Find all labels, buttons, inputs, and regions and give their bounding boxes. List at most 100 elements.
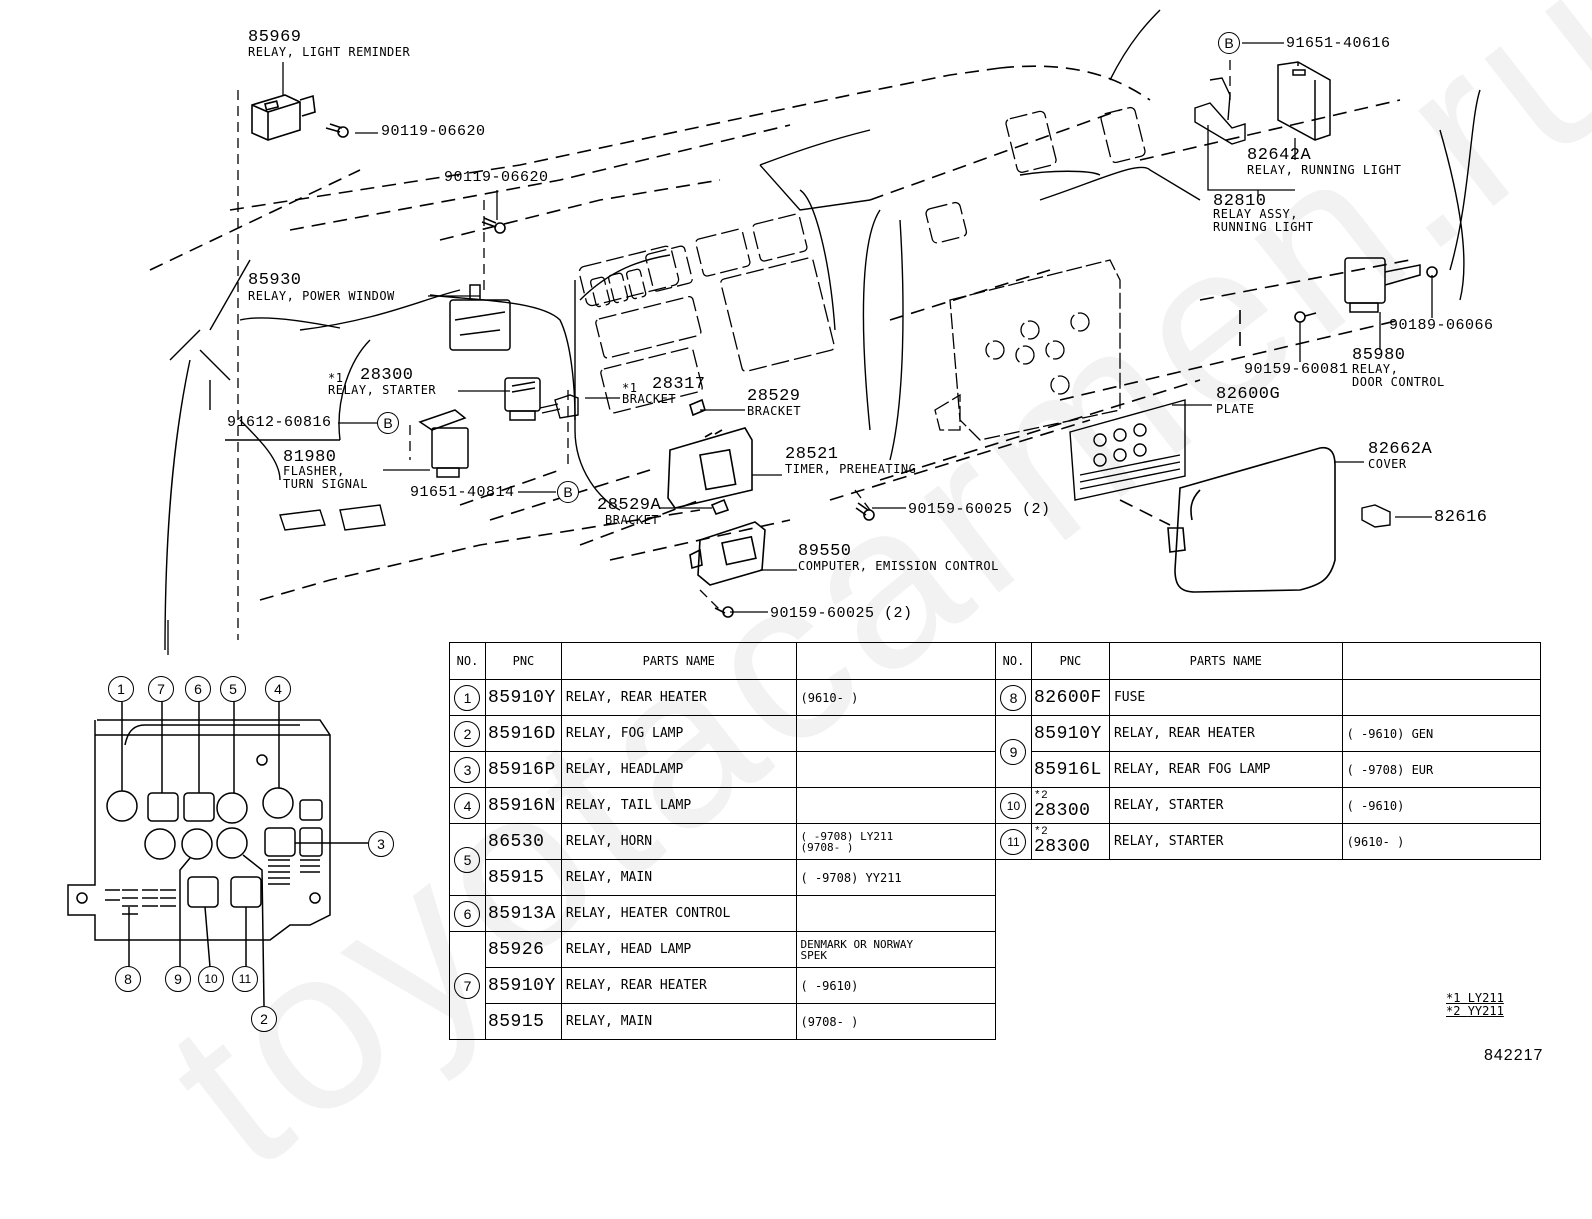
name-relay-starter: RELAY, STARTER (328, 383, 437, 397)
part-leaders (282, 42, 1433, 613)
relay-starter (504, 377, 541, 421)
row-remark-l2: (9708- ) (800, 840, 854, 854)
table-header-row: NO. PNC PARTS NAME (995, 642, 1542, 680)
row-name: RELAY, HEAD LAMP (560, 931, 797, 968)
parts-table-left: NO. PNC PARTS NAME 1 85910Y RELAY, REAR … (449, 642, 996, 1040)
pnc-89550: 89550 (798, 542, 852, 561)
header-remarks (795, 642, 996, 680)
table-row: 85915 RELAY, MAIN (9708- ) (450, 1003, 996, 1040)
pnc-82642A: 82642A (1247, 146, 1312, 165)
bolt-90159-b (714, 606, 734, 618)
dashboard-solid (164, 9, 1481, 651)
table-row: 9 85910Y RELAY, REAR HEATER ( -9610) GEN (995, 715, 1542, 788)
header-pnc: PNC (1030, 642, 1110, 680)
exploded-view-drawing (67, 9, 1481, 1007)
table-row: 2 85916D RELAY, FOG LAMP (449, 715, 996, 752)
row-remark-l1: DENMARK OR NORWAY (800, 937, 914, 951)
pnc-90189-06066: 90189-06066 (1389, 317, 1494, 334)
computer-emission-control (689, 521, 766, 586)
row-name: RELAY, STARTER (1108, 823, 1343, 860)
header-parts-name: PARTS NAME (560, 642, 797, 680)
row-remark (795, 715, 996, 752)
pnc-28317: 28317 (652, 375, 706, 394)
leader-dashed (237, 60, 1231, 640)
bracket-28529 (689, 398, 706, 417)
model-legend: *1 LY211 *2 YY211 (1446, 992, 1504, 1018)
pnc-85980: 85980 (1352, 346, 1406, 365)
pnc-28529A: 28529A (597, 496, 662, 515)
name-computer-emission-control: COMPUTER, EMISSION CONTROL (798, 559, 999, 573)
relay-running-light (1277, 61, 1331, 141)
pnc-91612-60816: 91612-60816 (227, 414, 332, 431)
name-relay-power-window: RELAY, POWER WINDOW (248, 289, 395, 303)
callout-b-91612: B (377, 412, 399, 434)
row-remark: ( -9610) (795, 967, 996, 1004)
pnc-82810: 82810 (1213, 192, 1267, 211)
pnc-28300: 28300 (360, 366, 414, 385)
row-pnc: 85910Y (484, 679, 562, 716)
legend-entry-1: *1 LY211 (1446, 991, 1504, 1005)
name-flasher-l1: FLASHER, (283, 464, 345, 478)
name-bracket-28529: BRACKET (747, 404, 802, 418)
name-cover: COVER (1368, 457, 1407, 471)
table-row: 3 85916P RELAY, HEADLAMP (449, 751, 996, 788)
bracket-82810 (1194, 77, 1246, 145)
row-name: RELAY, REAR HEATER (560, 967, 797, 1004)
pnc-82600G: 82600G (1216, 385, 1281, 404)
row-pnc: 85910Y (1030, 715, 1110, 752)
dashboard-outline (149, 65, 1411, 601)
row-name: RELAY, REAR HEATER (1108, 715, 1343, 752)
relay-block-drawing (67, 702, 368, 1007)
screw-90189 (1426, 266, 1438, 278)
name-timer-preheating: TIMER, PREHEATING (785, 462, 917, 476)
label-plate-82600G (1069, 399, 1186, 501)
row-remark-l1: ( -9708) LY211 (800, 829, 894, 843)
table-header-row: NO. PNC PARTS NAME (449, 642, 996, 680)
pnc-28529: 28529 (747, 387, 801, 406)
relay-position-10: 10 (198, 966, 224, 992)
row-number: 4 (454, 792, 481, 819)
row-name: RELAY, REAR FOG LAMP (1108, 751, 1343, 788)
relay-position-1: 1 (108, 676, 134, 702)
row-pnc: 85910Y (484, 967, 562, 1004)
pnc-91651-40616: 91651-40616 (1286, 35, 1391, 52)
row-name: RELAY, STARTER (1108, 787, 1343, 824)
row-name: RELAY, MAIN (560, 859, 797, 896)
row-remark: ( -9708) YY211 (795, 859, 996, 896)
row-remark (795, 787, 996, 824)
pnc-81980: 81980 (283, 448, 337, 467)
row-pnc: 85916D (484, 715, 562, 752)
table-row: 4 85916N RELAY, TAIL LAMP (449, 787, 996, 824)
bracket-28529A (710, 498, 730, 515)
cover-82662A (1167, 446, 1336, 593)
table-row: 85915 RELAY, MAIN ( -9708) YY211 (450, 859, 996, 896)
name-relay-light-reminder: RELAY, LIGHT REMINDER (248, 45, 411, 59)
header-no: NO. (995, 642, 1032, 680)
relay-position-5: 5 (220, 676, 246, 702)
row-name: RELAY, HEADLAMP (560, 751, 797, 788)
pnc-90159-60081: 90159-60081 (1244, 361, 1349, 378)
relay-power-window (449, 284, 511, 351)
row-pnc: 85913A (484, 895, 562, 932)
row-remark: ( -9610) (1341, 787, 1542, 824)
bolt-90159-a (855, 502, 875, 521)
name-relay-assy-l1: RELAY ASSY, (1213, 207, 1298, 221)
name-bracket-28529A: BRACKET (605, 513, 660, 527)
bracket-28317 (539, 394, 579, 419)
row-pnc: 85916N (484, 787, 562, 824)
row-name: RELAY, HORN (560, 823, 797, 860)
name-relay-door-l1: RELAY, (1352, 362, 1399, 376)
callout-b-91651-b: B (1218, 32, 1240, 54)
name-relay-door-l2: DOOR CONTROL (1352, 375, 1445, 389)
row-remark-l2: SPEK (800, 948, 828, 962)
instrument-panel (578, 106, 1146, 414)
relay-door-control (1344, 257, 1421, 313)
row-remark (795, 751, 996, 788)
row-number: 3 (454, 756, 481, 783)
row-name: RELAY, REAR HEATER (560, 679, 797, 716)
row-remark: (9610- ) (1341, 823, 1542, 860)
bolt-90119-a (325, 123, 349, 138)
row-name: RELAY, HEATER CONTROL (560, 895, 797, 932)
header-remarks (1341, 642, 1542, 680)
row-remark: ( -9708) EUR (1341, 751, 1542, 788)
